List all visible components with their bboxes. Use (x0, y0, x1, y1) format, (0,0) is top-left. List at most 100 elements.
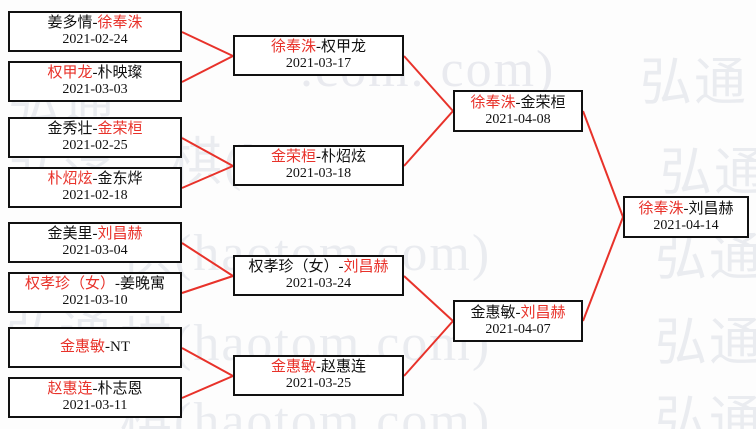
player-winner: 赵惠连 (47, 381, 93, 398)
player-loser: 金荣桓 (520, 94, 566, 111)
connector-line (403, 110, 454, 167)
connector-line (181, 347, 234, 377)
connector-line (181, 31, 234, 57)
player-loser: 金美里 (47, 226, 93, 243)
player-separator: - (316, 39, 321, 56)
connector-line (181, 165, 234, 189)
match-date: 2021-04-14 (653, 217, 719, 233)
match-date: 2021-02-18 (62, 188, 128, 204)
connector-line (181, 242, 234, 277)
player-winner: 刘昌赫 (97, 226, 143, 243)
player-loser: 朴志恩 (97, 381, 143, 398)
connector-line (582, 110, 624, 218)
player-separator: - (316, 359, 321, 376)
player-separator: - (92, 15, 98, 32)
match-players: 徐奉洙-权甲龙 (271, 39, 366, 56)
player-loser: 权孝珍（女） (248, 259, 339, 276)
player-loser: 姜多情 (47, 15, 93, 32)
player-loser: 朴映璨 (97, 65, 143, 82)
player-winner: 金惠敏 (270, 359, 316, 376)
match-date: 2021-03-17 (285, 56, 352, 72)
player-separator: - (92, 226, 98, 243)
connector-line (403, 275, 454, 322)
player-winner: 权孝珍（女） (24, 276, 115, 293)
player-loser: 刘昌赫 (688, 200, 734, 217)
match-players: 徐奉洙-刘昌赫 (638, 201, 733, 218)
player-separator: - (515, 94, 521, 111)
match-players: 权甲龙-朴映璨 (47, 65, 142, 82)
connector-line (181, 137, 234, 167)
player-winner: 徐奉洙 (638, 200, 684, 217)
match-date: 2021-03-04 (62, 243, 128, 259)
match-players: 姜多情-徐奉洙 (47, 15, 142, 32)
player-winner: 权甲龙 (47, 65, 93, 82)
match-box[interactable]: 金惠敏-NT (8, 327, 182, 368)
match-players: 朴炤炫-金东烨 (47, 171, 142, 188)
connector-line (582, 216, 624, 322)
match-date: 2021-02-24 (62, 32, 128, 48)
player-separator: - (115, 276, 120, 293)
match-date: 2021-03-18 (285, 166, 352, 182)
player-separator: - (338, 259, 344, 276)
match-date: 2021-03-10 (62, 293, 128, 309)
connector-line (181, 55, 234, 83)
player-separator: - (92, 121, 98, 138)
connector-line (403, 55, 454, 112)
match-date: 2021-03-24 (285, 276, 352, 292)
match-date: 2021-04-07 (485, 321, 551, 337)
player-loser: 赵惠连 (321, 359, 367, 376)
match-players: 赵惠连-朴志恩 (47, 381, 142, 398)
player-winner: 徐奉洙 (470, 94, 516, 111)
player-loser: 金惠敏 (470, 304, 516, 321)
player-winner: 徐奉洙 (97, 15, 143, 32)
player-separator: - (92, 381, 98, 398)
player-winner: 金惠敏 (59, 339, 105, 356)
match-players: 权孝珍（女）-姜晚寓 (25, 276, 165, 293)
match-date: 2021-04-08 (485, 111, 551, 127)
match-players: 权孝珍（女）-刘昌赫 (248, 259, 388, 276)
match-players: 金美里-刘昌赫 (47, 226, 142, 243)
match-players: 徐奉洙-金荣桓 (470, 95, 565, 112)
match-players: 金秀壮-金荣桓 (47, 121, 142, 138)
player-loser: NT (110, 339, 130, 356)
player-separator: - (105, 339, 110, 356)
connector-line (181, 275, 234, 294)
connector-line (181, 375, 234, 399)
player-loser: 朴炤炫 (321, 149, 367, 166)
player-loser: 权甲龙 (321, 39, 367, 56)
player-separator: - (316, 149, 321, 166)
player-separator: - (92, 171, 98, 188)
player-loser: 姜晚寓 (120, 276, 166, 293)
match-players: 金惠敏-刘昌赫 (470, 305, 565, 322)
match-date: 2021-03-25 (285, 376, 352, 392)
match-date: 2021-03-03 (62, 82, 128, 98)
player-separator: - (683, 200, 689, 217)
match-players: 金荣桓-朴炤炫 (271, 149, 366, 166)
connector-line (403, 320, 454, 377)
player-winner: 朴炤炫 (47, 171, 93, 188)
player-winner: 徐奉洙 (270, 39, 316, 56)
match-players: 金惠敏-赵惠连 (271, 359, 366, 376)
player-separator: - (515, 304, 521, 321)
player-separator: - (92, 65, 98, 82)
player-loser: 金秀壮 (47, 121, 93, 138)
player-winner: 刘昌赫 (520, 304, 566, 321)
player-winner: 金荣桓 (270, 149, 316, 166)
player-loser: 金东烨 (97, 171, 143, 188)
